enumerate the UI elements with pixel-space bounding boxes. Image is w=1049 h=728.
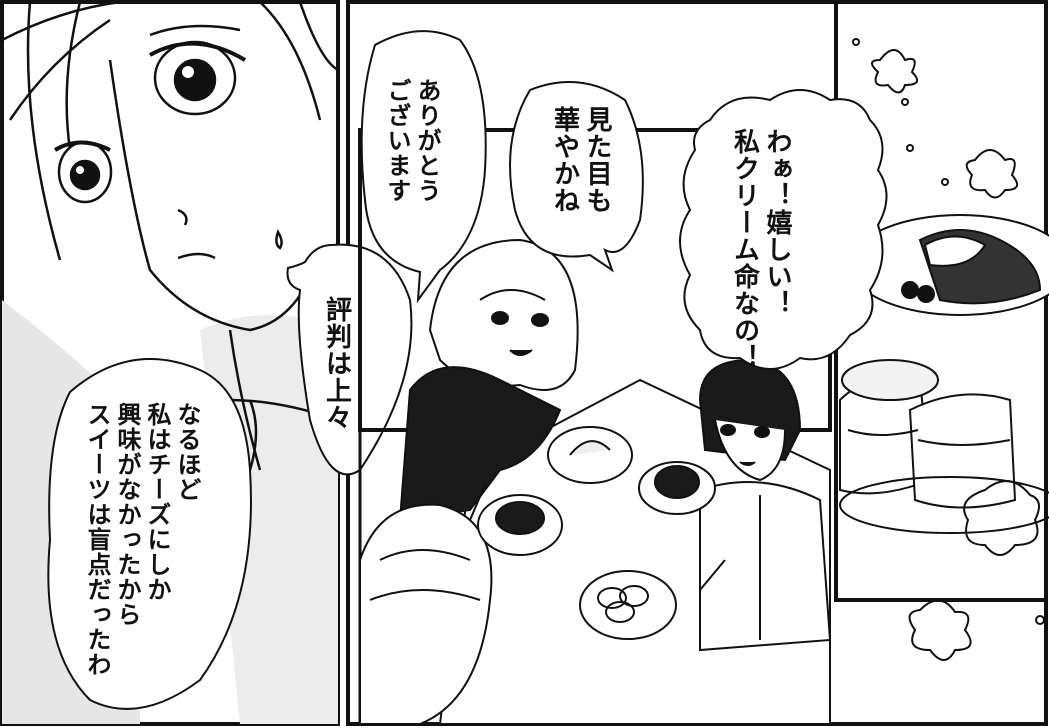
bubble-arigatou-text: ありがとう ございます xyxy=(383,78,441,203)
bubble-waa-text: わぁ！嬉しい！ 私クリーム命なの！ xyxy=(729,128,793,371)
bubble-hyouban-text: 評判は上々 xyxy=(321,296,352,431)
bubble-outline-arigatou xyxy=(360,30,487,304)
left-bubble-shapes xyxy=(47,243,413,710)
bubble-outline-narhodo xyxy=(47,358,252,710)
center-bubble-shapes xyxy=(360,30,644,304)
bubble-outline-mitame xyxy=(509,81,644,273)
bubble-outline-hyouban xyxy=(286,243,413,476)
right-panel-sweets-art xyxy=(839,38,1049,556)
bubble-outline-waa xyxy=(679,89,888,370)
corner-flower-art xyxy=(908,599,1045,661)
bubble-narhodo-text: なるほど 私はチーズにしか 興味がなかったから スイーツは盲点だったわ xyxy=(83,402,201,677)
center-panel-cafe-art xyxy=(358,128,832,725)
bubble-mitame-text: 見た目も 華やかね xyxy=(549,106,613,214)
